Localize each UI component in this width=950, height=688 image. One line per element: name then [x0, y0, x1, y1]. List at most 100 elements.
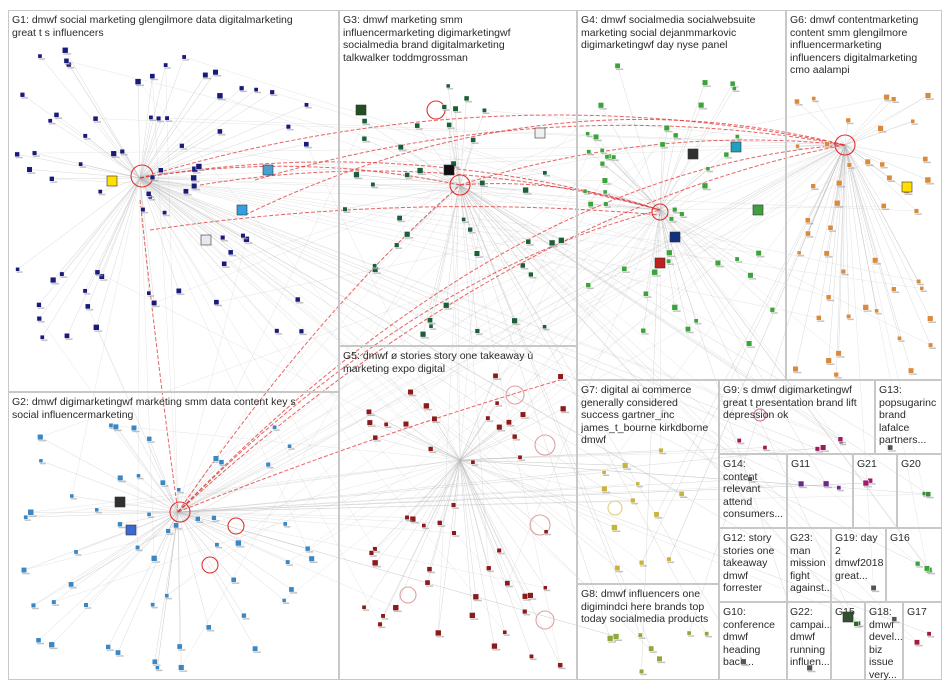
node-g7[interactable] — [601, 470, 607, 475]
node-g8[interactable] — [686, 630, 692, 636]
node-g4[interactable] — [698, 102, 705, 109]
node-g2[interactable] — [205, 624, 212, 631]
node-g6[interactable] — [924, 176, 932, 184]
node-g5[interactable] — [543, 529, 549, 535]
node-g7[interactable] — [666, 556, 672, 562]
node-g7[interactable] — [611, 524, 618, 531]
node-g5[interactable] — [431, 415, 438, 422]
node-g1[interactable] — [175, 288, 182, 294]
node-g4[interactable] — [769, 307, 775, 313]
node-g4[interactable] — [586, 149, 592, 155]
node-g1[interactable] — [149, 174, 156, 181]
node-g2[interactable] — [282, 521, 288, 527]
node-g16[interactable] — [923, 565, 930, 572]
node-g2[interactable] — [214, 542, 220, 548]
node-g4[interactable] — [585, 282, 591, 288]
node-g1[interactable] — [148, 115, 154, 120]
node-g5[interactable] — [366, 419, 373, 426]
node-g6[interactable] — [916, 278, 922, 284]
node-g1[interactable] — [149, 73, 156, 79]
node-g4[interactable] — [668, 216, 674, 222]
node-g5[interactable] — [372, 546, 378, 552]
node-g5[interactable] — [427, 446, 434, 452]
node-g5[interactable] — [557, 373, 564, 380]
node-g9[interactable] — [762, 445, 768, 450]
node-g5[interactable] — [421, 523, 427, 528]
node-g6[interactable] — [880, 203, 887, 209]
node-g3[interactable] — [511, 317, 518, 324]
node-g1[interactable] — [94, 269, 101, 276]
node-g6[interactable] — [922, 156, 929, 162]
node-g5[interactable] — [409, 515, 417, 523]
node-g8[interactable] — [612, 633, 620, 640]
node-g3[interactable] — [474, 328, 480, 334]
node-g2[interactable] — [68, 581, 74, 588]
node-g4[interactable] — [585, 131, 590, 136]
node-g2[interactable] — [164, 593, 170, 599]
node-g2[interactable] — [146, 436, 153, 442]
node-g4[interactable] — [671, 304, 678, 311]
node-g5[interactable] — [377, 621, 383, 627]
node-g4[interactable] — [746, 340, 753, 347]
node-g2[interactable] — [241, 612, 247, 619]
node-g6[interactable] — [927, 315, 934, 322]
node-g5[interactable] — [557, 662, 563, 668]
node-g2[interactable] — [176, 643, 183, 650]
avatar-node[interactable] — [106, 175, 118, 187]
node-g1[interactable] — [64, 332, 70, 339]
node-g1[interactable] — [269, 89, 275, 95]
avatar-node[interactable] — [236, 204, 248, 216]
node-g1[interactable] — [294, 296, 301, 303]
node-g1[interactable] — [239, 85, 245, 91]
node-g3[interactable] — [428, 323, 434, 329]
node-g3[interactable] — [528, 271, 534, 278]
node-g1[interactable] — [19, 92, 26, 98]
node-g17[interactable] — [926, 631, 932, 637]
node-g1[interactable] — [15, 267, 20, 272]
node-g5[interactable] — [504, 580, 511, 587]
node-g3[interactable] — [481, 107, 487, 113]
node-g4[interactable] — [602, 189, 608, 195]
node-g6[interactable] — [805, 230, 811, 237]
node-g2[interactable] — [37, 434, 44, 441]
node-g4[interactable] — [729, 80, 736, 87]
node-g4[interactable] — [651, 268, 658, 276]
node-g1[interactable] — [164, 115, 170, 121]
node-g6[interactable] — [840, 268, 846, 275]
node-g5[interactable] — [469, 612, 476, 619]
node-g6[interactable] — [804, 217, 811, 224]
node-g4[interactable] — [666, 258, 672, 264]
node-g5[interactable] — [486, 565, 492, 571]
node-g1[interactable] — [253, 87, 259, 93]
node-g5[interactable] — [371, 559, 379, 567]
node-g1[interactable] — [97, 189, 103, 195]
node-g5[interactable] — [560, 405, 567, 412]
node-g3[interactable] — [443, 302, 450, 309]
node-g19[interactable] — [870, 584, 877, 591]
node-g10[interactable] — [740, 658, 747, 665]
node-g8[interactable] — [606, 635, 614, 642]
node-g6[interactable] — [897, 335, 902, 341]
node-g2[interactable] — [265, 462, 271, 468]
node-g17[interactable] — [914, 639, 920, 646]
node-g6[interactable] — [883, 94, 890, 101]
node-g5[interactable] — [392, 604, 399, 611]
node-g1[interactable] — [162, 210, 167, 216]
node-g1[interactable] — [84, 303, 91, 310]
node-g2[interactable] — [51, 599, 57, 605]
node-g1[interactable] — [53, 112, 60, 118]
node-g6[interactable] — [845, 117, 851, 123]
node-g5[interactable] — [437, 520, 443, 526]
node-g3[interactable] — [525, 238, 532, 245]
node-g6[interactable] — [794, 98, 800, 105]
node-g3[interactable] — [463, 95, 470, 102]
node-g1[interactable] — [303, 141, 310, 148]
node-g4[interactable] — [732, 86, 737, 91]
node-g2[interactable] — [117, 521, 123, 528]
node-g5[interactable] — [407, 389, 414, 396]
node-g3[interactable] — [452, 105, 459, 112]
node-g1[interactable] — [195, 163, 203, 170]
node-g4[interactable] — [701, 182, 709, 189]
node-g1[interactable] — [285, 124, 291, 130]
node-g6[interactable] — [824, 141, 830, 147]
